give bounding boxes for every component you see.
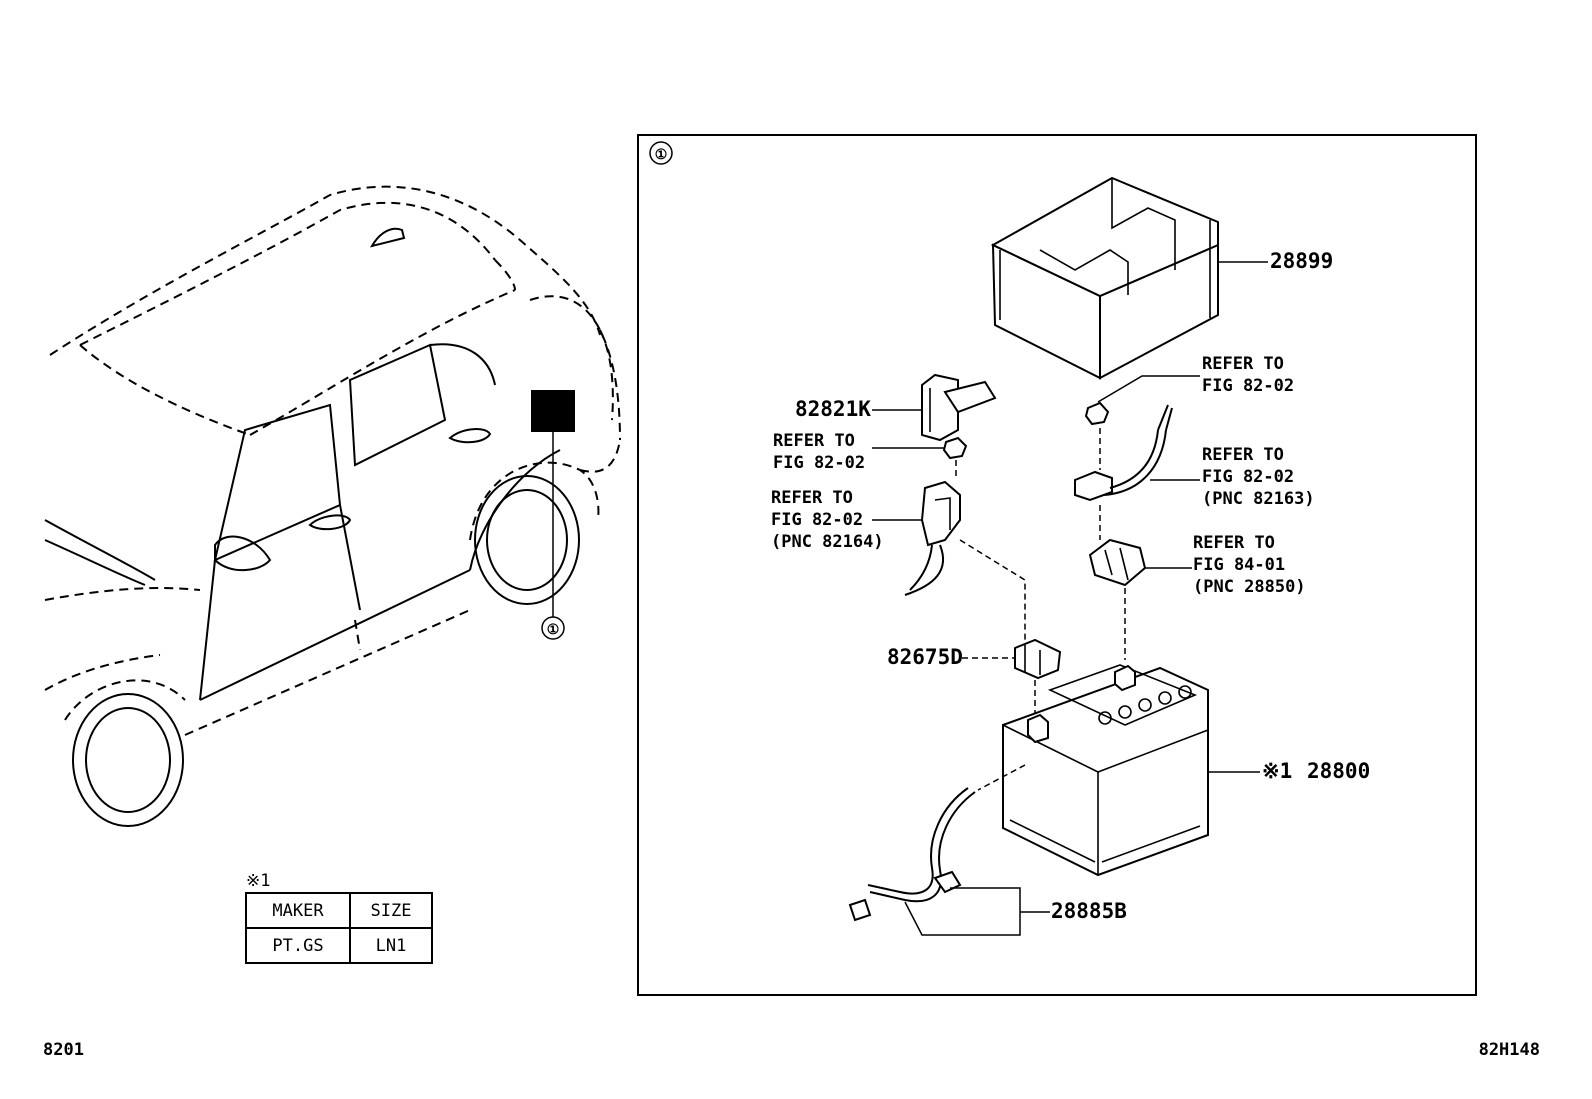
part-number-82675D: 82675D	[887, 645, 963, 669]
ref-pnc-82163: (PNC 82163)	[1202, 489, 1315, 509]
ref-fig-82-02-line2-a: FIG 82-02	[773, 453, 865, 473]
ref-fig-82-02-line1-c: REFER TO	[1202, 354, 1284, 374]
footer-left-code: 8201	[43, 1040, 84, 1060]
part-number-28885B: 28885B	[1051, 899, 1127, 923]
nut-right	[1084, 401, 1110, 426]
location-callout-mark: ①	[547, 622, 560, 638]
part-28800-note: ※1	[1262, 759, 1292, 783]
battery-location-marker	[531, 390, 575, 432]
terminal-part	[1014, 638, 1062, 680]
battery-part	[1002, 664, 1209, 877]
detail-frame	[637, 134, 1477, 996]
spec-table-note: ※1	[246, 871, 270, 891]
spec-table-header-maker: MAKER	[272, 901, 324, 921]
spec-table	[245, 892, 433, 964]
nut-left	[942, 436, 968, 460]
ref-fig-84-01-line1: REFER TO	[1193, 533, 1275, 553]
spec-table-cell-size: LN1	[376, 936, 407, 956]
ref-fig-82-02-line1-a: REFER TO	[773, 431, 855, 451]
positive-terminal-clamp	[1088, 538, 1147, 587]
ref-fig-82-02-line1-b: REFER TO	[771, 488, 853, 508]
spec-table-header-size: SIZE	[371, 901, 412, 921]
battery-cover-part	[990, 176, 1219, 380]
vent-hose-part	[848, 764, 1026, 922]
part-number-82821K: 82821K	[795, 397, 871, 421]
part-number-28800: 28800	[1307, 759, 1370, 783]
sensor-bracket-part	[921, 373, 997, 442]
ref-fig-82-02-line2-c: FIG 82-02	[1202, 376, 1294, 396]
ref-fig-82-02-line2-b: FIG 82-02	[771, 510, 863, 530]
ref-pnc-28850: (PNC 28850)	[1193, 577, 1306, 597]
negative-terminal-clamp	[904, 480, 961, 596]
ref-fig-82-02-line1-d: REFER TO	[1202, 445, 1284, 465]
ref-pnc-82164: (PNC 82164)	[771, 532, 884, 552]
detail-callout-mark: ①	[655, 147, 668, 163]
spec-table-cell-maker: PT.GS	[272, 936, 323, 956]
ref-fig-84-01-line2: FIG 84-01	[1193, 555, 1285, 575]
part-number-28899: 28899	[1270, 249, 1333, 273]
vehicle-illustration	[44, 185, 621, 827]
footer-right-code: 82H148	[1479, 1040, 1540, 1060]
ref-fig-82-02-line2-d: FIG 82-02	[1202, 467, 1294, 487]
positive-cable-part	[1074, 404, 1173, 502]
